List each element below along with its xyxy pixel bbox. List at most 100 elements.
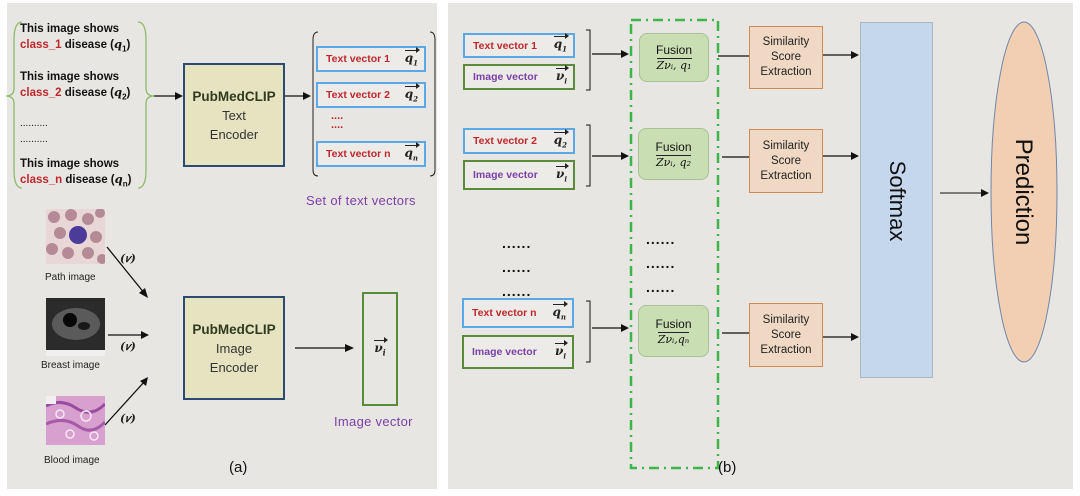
prompt-prefix: This image shows — [20, 71, 120, 83]
class-label: class_1 — [20, 39, 62, 51]
encoder-line: Text — [222, 107, 246, 123]
panel-b-sublabel: (b) — [718, 459, 737, 476]
fusion-formula: Zνᵢ, q₂ — [656, 154, 691, 169]
prompt-class-2: This image shows class_2 disease (q2) — [20, 71, 131, 102]
text-vector-label: Text vector 2 — [326, 89, 390, 101]
pairs-ellipsis: .................. — [502, 235, 532, 299]
fusion-label: Fusion — [655, 316, 692, 331]
image-vector-label: Image vector — [472, 346, 537, 358]
image-vector-label: Image vector — [473, 169, 538, 181]
text-vector-symbol: qn — [404, 141, 421, 163]
query-subscript: 2 — [122, 92, 127, 102]
text-encoder-block: PubMedCLIP Text Encoder — [183, 63, 285, 167]
text-vector-2: Text vector 2 q2 — [316, 82, 426, 108]
blood-image-label: Blood image — [44, 455, 100, 466]
arrow-label-nu: (𝜈) — [120, 340, 136, 353]
encoder-title: PubMedCLIP — [192, 88, 276, 104]
prompt-class-n: This image shows class_n disease (qn) — [20, 158, 132, 189]
query-subscript: n — [122, 179, 128, 189]
text-vectors-ellipsis: ........ — [331, 110, 344, 131]
pair-bracket — [586, 124, 591, 187]
arrowhead — [140, 377, 148, 386]
text-vector-label: Text vector n — [326, 148, 391, 160]
class-label: class_n — [20, 174, 63, 186]
prompt-suffix: disease — [64, 87, 107, 99]
path-image-label: Path image — [45, 272, 96, 283]
prediction-label: Prediction — [1010, 138, 1037, 246]
arrowhead — [621, 50, 629, 58]
image-vector-caption: Image vector — [334, 414, 413, 429]
text-vector-symbol: q2 — [553, 128, 570, 150]
arrowhead — [303, 92, 311, 100]
blood-image-thumbnail — [46, 396, 105, 445]
breast-image-thumbnail — [46, 298, 105, 356]
pair-2-image-vector: Image vector νi — [463, 160, 575, 190]
prompts-left-brace — [5, 21, 23, 189]
text-vectors-left-paren — [312, 31, 319, 177]
image-vector-symbol: νi — [555, 339, 568, 361]
pair-n-image-vector: Image vector νi — [462, 335, 574, 369]
prompt-ellipsis: .......... — [20, 134, 48, 145]
arrow-label-nu: (𝜈) — [120, 252, 136, 265]
arrow-label-nu: (𝜈) — [120, 412, 136, 425]
prompt-class-1: This image shows class_1 disease (q1) — [20, 23, 131, 54]
prediction-ellipse — [990, 21, 1058, 363]
ultrasound-graphic — [46, 298, 105, 356]
panel-a-connectors — [5, 21, 436, 426]
image-vector-symbol: νi — [556, 64, 569, 86]
query-symbol: q — [114, 85, 123, 99]
text-vector-1: Text vector 1 q1 — [316, 46, 426, 72]
prompt-suffix: disease — [65, 174, 108, 186]
image-vector-symbol: νi — [556, 162, 569, 184]
prompt-prefix: This image shows — [20, 23, 120, 35]
text-vector-symbol: qn — [552, 300, 569, 322]
fusion-label: Fusion — [655, 139, 692, 154]
arrowhead — [139, 288, 148, 298]
image-vector-box: νi — [362, 292, 398, 406]
arrow-path-image — [106, 246, 146, 295]
encoder-line: Image — [215, 340, 253, 356]
text-vector-n: Text vector n qn — [316, 141, 426, 167]
blood-smear-graphic — [46, 209, 105, 264]
path-image-thumbnail — [46, 209, 105, 264]
text-vector-label: Text vector 1 — [473, 39, 537, 52]
fusion-ellipsis: .................. — [646, 231, 676, 295]
panel-a-sublabel: (a) — [229, 459, 248, 476]
arrowhead — [621, 152, 629, 160]
prompt-suffix: disease — [64, 39, 107, 51]
encoder-line: Encoder — [209, 126, 259, 142]
query-symbol: q — [114, 37, 123, 51]
arrowhead — [345, 344, 354, 352]
fusion-group-dashed-border — [629, 18, 720, 470]
text-vector-label: Text vector n — [472, 307, 537, 319]
query-symbol: q — [114, 172, 123, 186]
fusion-block-1: Fusion Zνᵢ, q₁ — [639, 33, 709, 82]
prompt-ellipsis: .......... — [20, 118, 48, 129]
text-vectors-caption: Set of text vectors — [306, 193, 416, 208]
arrow-blood-image — [104, 380, 146, 426]
text-vectors-right-paren — [429, 31, 436, 177]
image-encoder-block: PubMedCLIP Image Encoder — [183, 296, 285, 400]
text-vector-symbol: q2 — [404, 82, 421, 104]
pair-bracket — [586, 29, 591, 91]
arrowhead — [621, 324, 629, 332]
encoder-line: Encoder — [209, 359, 259, 375]
arrowhead — [851, 333, 859, 341]
softmax-block: Softmax — [860, 22, 933, 378]
pair-bracket — [586, 300, 591, 363]
image-vector-symbol: νi — [374, 336, 389, 358]
prompt-prefix: This image shows — [20, 158, 120, 170]
histology-graphic — [46, 396, 105, 445]
prompts-right-brace — [137, 21, 155, 189]
fusion-formula: Zνᵢ,qₙ — [657, 331, 690, 346]
arrowhead — [981, 189, 989, 197]
text-vector-label: Text vector 2 — [473, 135, 537, 147]
breast-image-label: Breast image — [41, 360, 100, 371]
fusion-block-n: Fusion Zνᵢ,qₙ — [638, 305, 709, 357]
fusion-block-2: Fusion Zνᵢ, q₂ — [638, 128, 709, 180]
fusion-formula: Zνᵢ, q₁ — [656, 58, 692, 72]
arrowhead — [851, 51, 859, 59]
